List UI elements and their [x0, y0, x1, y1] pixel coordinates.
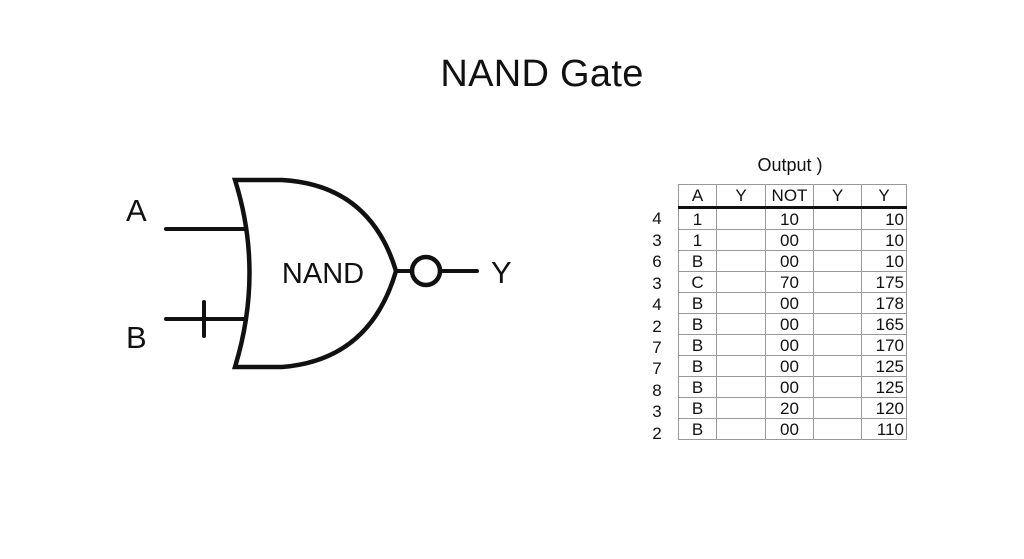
table-cell: 00	[765, 355, 814, 377]
row-index: 3	[652, 274, 662, 293]
table-caption: Output )	[757, 155, 823, 175]
table-cell: 125	[861, 355, 907, 377]
header-cell: NOT	[765, 184, 814, 209]
table-cell: 125	[861, 376, 907, 398]
table-cell: 10	[861, 250, 907, 272]
table-cell: 10	[861, 207, 907, 230]
table-cell	[716, 292, 766, 314]
table-cell	[813, 376, 862, 398]
table-cell	[716, 334, 766, 356]
table-row: 1 00 10	[678, 229, 907, 251]
inversion-bubble	[409, 254, 443, 288]
row-index: 8	[652, 381, 662, 400]
table-cell	[813, 250, 862, 272]
table-row: B 00 125	[678, 355, 907, 377]
header-cell: Y	[716, 184, 766, 209]
table-cell: 10	[765, 207, 814, 230]
table-cell: 175	[861, 271, 907, 293]
table-row: B 00 10	[678, 250, 907, 272]
table-cell: 00	[765, 250, 814, 272]
table-cell	[813, 355, 862, 377]
header-cell: A	[678, 184, 717, 209]
table-cell	[716, 376, 766, 398]
table-cell: 70	[765, 271, 814, 293]
table-cell: 00	[765, 376, 814, 398]
table-cell	[813, 334, 862, 356]
table-cell	[716, 418, 766, 440]
table-cell	[716, 250, 766, 272]
table-cell: 20	[765, 397, 814, 419]
gate-label: NAND	[282, 258, 364, 290]
row-index: 4	[652, 295, 662, 314]
table-cell	[716, 397, 766, 419]
table-row: B 00 110	[678, 418, 907, 440]
table-row: B 20 120	[678, 397, 907, 419]
table-cell: 00	[765, 313, 814, 335]
row-index: 3	[652, 231, 662, 250]
table-cell: C	[678, 271, 717, 293]
input-label-a: A	[126, 193, 147, 228]
row-index: 4	[652, 209, 662, 228]
table-row: 1 10 10	[678, 207, 907, 230]
table-cell: 170	[861, 334, 907, 356]
table-row: B 00 170	[678, 334, 907, 356]
table-row: B 00 178	[678, 292, 907, 314]
row-index: 2	[652, 424, 662, 443]
output-label-y: Y	[491, 255, 512, 290]
row-index: 3	[652, 402, 662, 421]
header-cell: Y	[813, 184, 862, 209]
row-index: 2	[652, 317, 662, 336]
row-index: 6	[652, 252, 662, 271]
table-cell: B	[678, 418, 717, 440]
table-cell: 1	[678, 229, 717, 251]
page-title: NAND Gate	[440, 53, 644, 95]
table-cell	[716, 229, 766, 251]
table-cell	[813, 229, 862, 251]
table-cell: B	[678, 292, 717, 314]
table-cell: 10	[861, 229, 907, 251]
table-row: C 70 175	[678, 271, 907, 293]
table-cell: 165	[861, 313, 907, 335]
table-cell: 00	[765, 292, 814, 314]
table-cell: 110	[861, 418, 907, 440]
table-cell	[813, 292, 862, 314]
table-cell: B	[678, 376, 717, 398]
table-cell	[813, 418, 862, 440]
table-cell	[813, 397, 862, 419]
table-cell: 1	[678, 207, 717, 230]
gate-body	[231, 177, 399, 370]
table-row: B 00 165	[678, 313, 907, 335]
input-label-b: B	[126, 320, 147, 355]
table-cell: 00	[765, 418, 814, 440]
table-cell	[813, 207, 862, 230]
row-index: 7	[652, 359, 662, 378]
table-cell: B	[678, 334, 717, 356]
table-cell	[716, 207, 766, 230]
table-cell	[813, 313, 862, 335]
table-cell	[716, 355, 766, 377]
table-header-row: A Y NOT Y Y	[678, 184, 907, 209]
table-cell: 00	[765, 334, 814, 356]
table-row: B 00 125	[678, 376, 907, 398]
table-cell: B	[678, 355, 717, 377]
table-cell: B	[678, 397, 717, 419]
table-cell: B	[678, 313, 717, 335]
table-cell: 00	[765, 229, 814, 251]
table-cell: 120	[861, 397, 907, 419]
table-cell	[813, 271, 862, 293]
table-cell	[716, 271, 766, 293]
row-index: 7	[652, 338, 662, 357]
table-cell: B	[678, 250, 717, 272]
table-cell	[716, 313, 766, 335]
table-cell: 178	[861, 292, 907, 314]
header-cell: Y	[861, 184, 907, 209]
